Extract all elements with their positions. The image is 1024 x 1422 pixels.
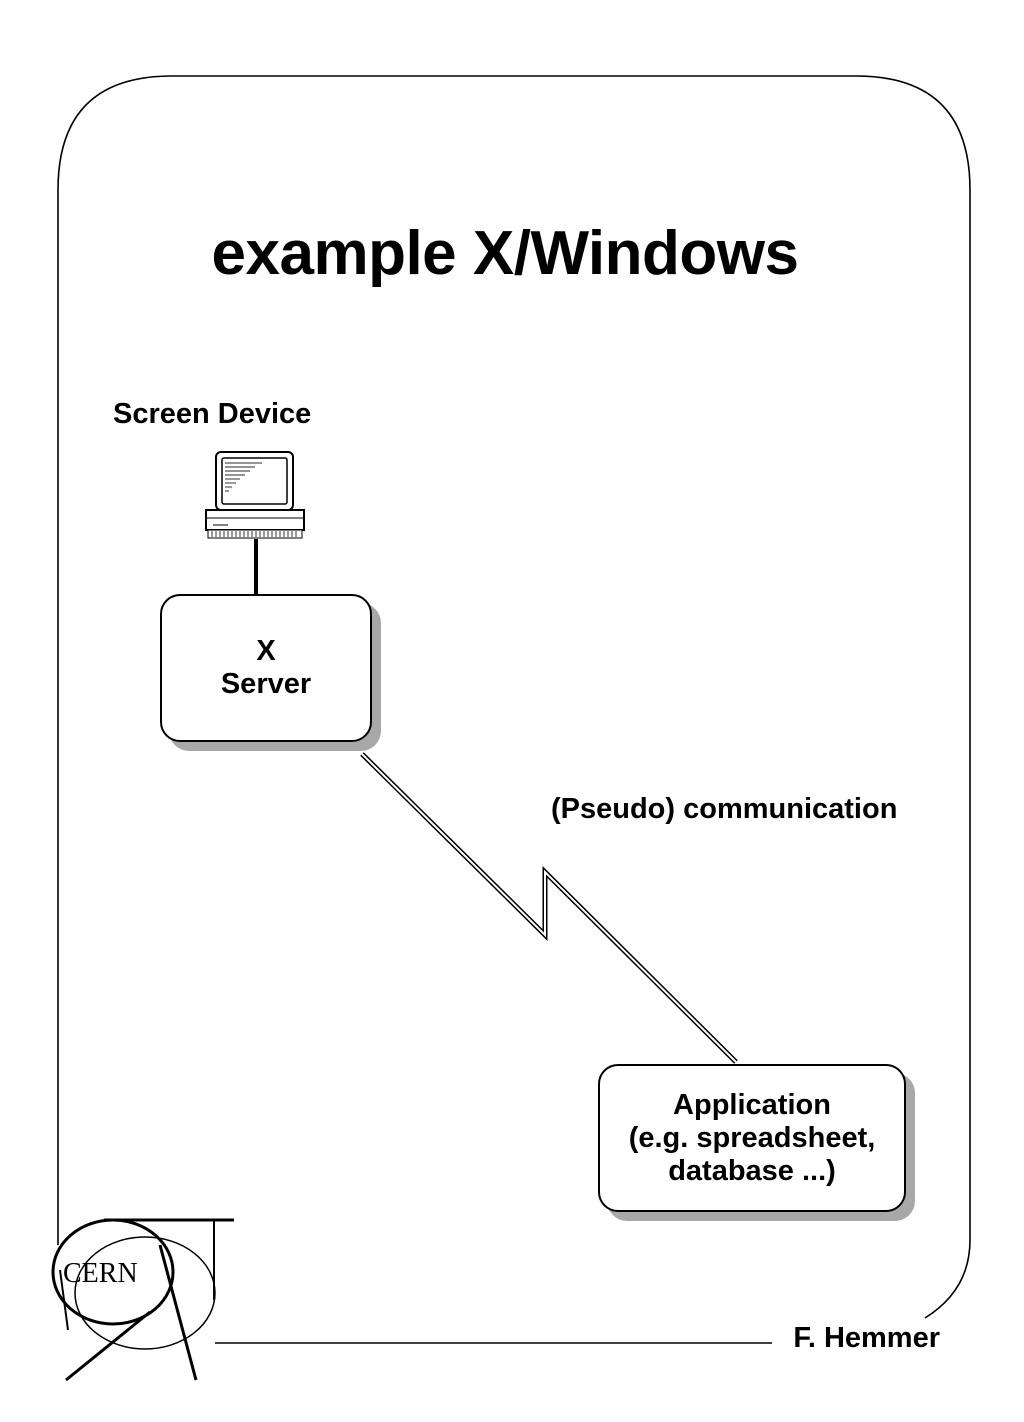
author-label: F. Hemmer xyxy=(793,1322,940,1354)
x-server-line2: Server xyxy=(220,668,312,700)
application-line2: (e.g. spreadsheet, xyxy=(628,1121,876,1154)
application-line3: database ...) xyxy=(668,1154,836,1187)
x-server-box: X Server xyxy=(160,594,372,742)
computer-icon xyxy=(205,451,305,539)
page-title: example X/Windows xyxy=(211,219,799,288)
communication-label: (Pseudo) communication xyxy=(551,793,898,825)
x-server-line1: X xyxy=(256,635,276,667)
cern-logo: CERN xyxy=(51,1218,234,1382)
communication-link xyxy=(360,752,738,1064)
screen-device-label: Screen Device xyxy=(113,398,312,430)
application-line1: Application xyxy=(673,1088,831,1121)
page-border xyxy=(57,75,971,1319)
cern-logo-text: CERN xyxy=(63,1258,138,1289)
application-box: Application (e.g. spreadsheet, database … xyxy=(598,1064,906,1212)
